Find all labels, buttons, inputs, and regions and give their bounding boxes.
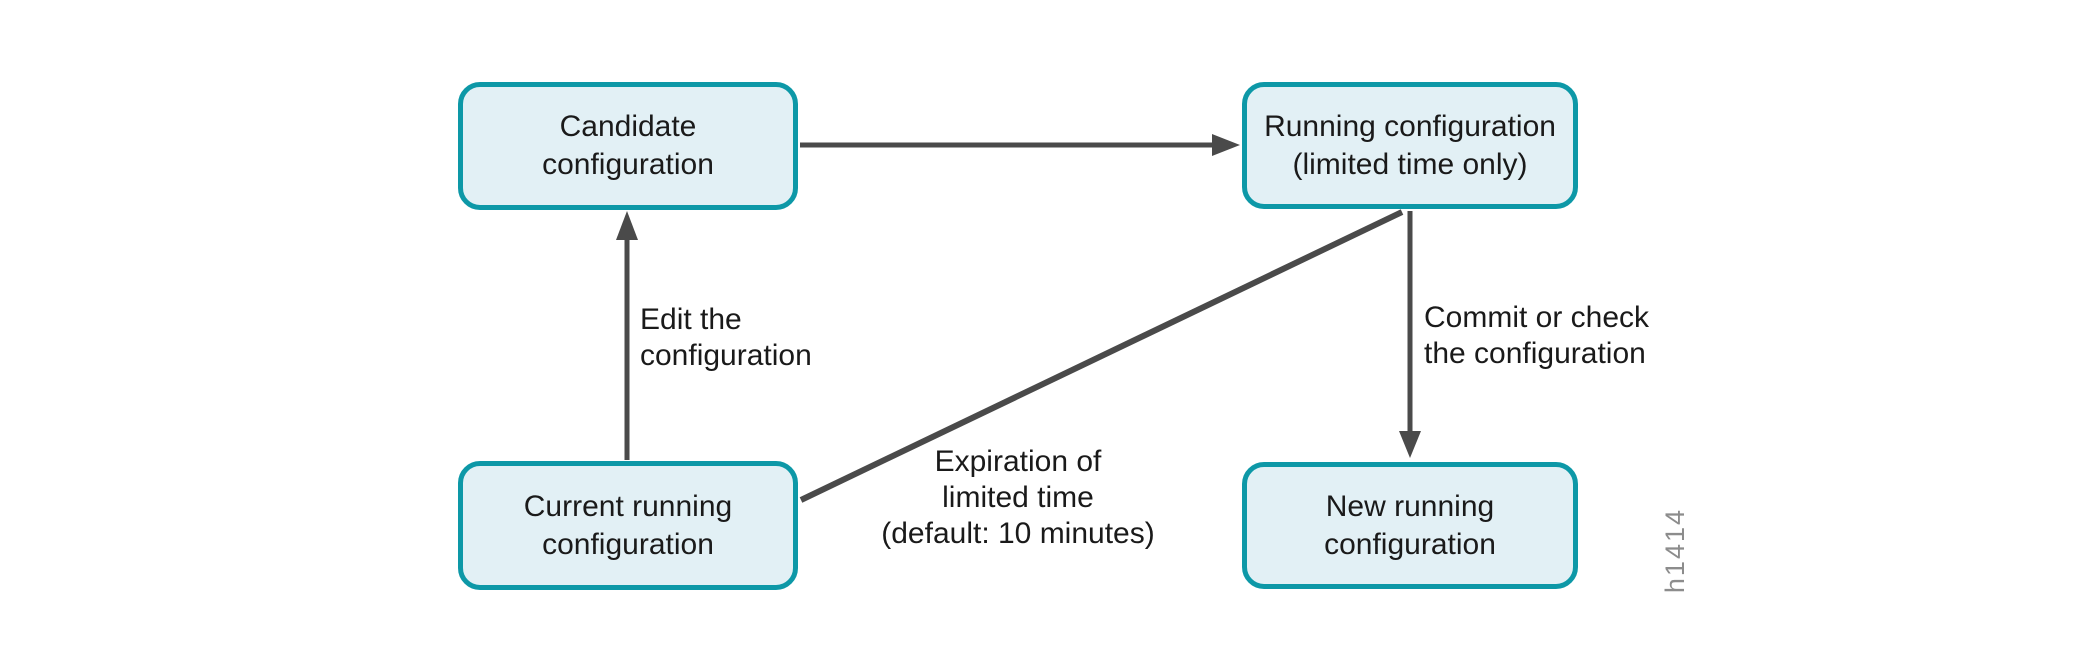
edge-label-commit-or-check: Commit or check the configuration	[1424, 301, 1650, 370]
arrow-running-to-new-head-icon	[1399, 431, 1421, 458]
node-new-running-configuration-label: New running configuration	[1324, 489, 1496, 561]
node-current-running-configuration: Current running configuration	[458, 461, 798, 590]
node-current-running-configuration-label: Current running configuration	[523, 489, 733, 561]
node-candidate-configuration: Candidate configuration	[458, 82, 798, 210]
node-new-running-configuration: New running configuration	[1242, 462, 1578, 589]
arrow-candidate-to-running-head-icon	[1212, 134, 1240, 156]
node-running-configuration-limited-label: Running configuration (limited time only…	[1264, 109, 1556, 181]
figure-id-text: h1414	[1660, 508, 1690, 594]
edge-label-expiration-limited-time: Expiration of limited time (default: 10 …	[881, 445, 1155, 550]
node-running-configuration-limited: Running configuration (limited time only…	[1242, 82, 1578, 209]
edge-label-edit-configuration: Edit the configuration	[640, 303, 812, 372]
node-candidate-configuration-label: Candidate configuration	[542, 110, 714, 181]
arrow-current-to-candidate-head-icon	[616, 211, 638, 240]
